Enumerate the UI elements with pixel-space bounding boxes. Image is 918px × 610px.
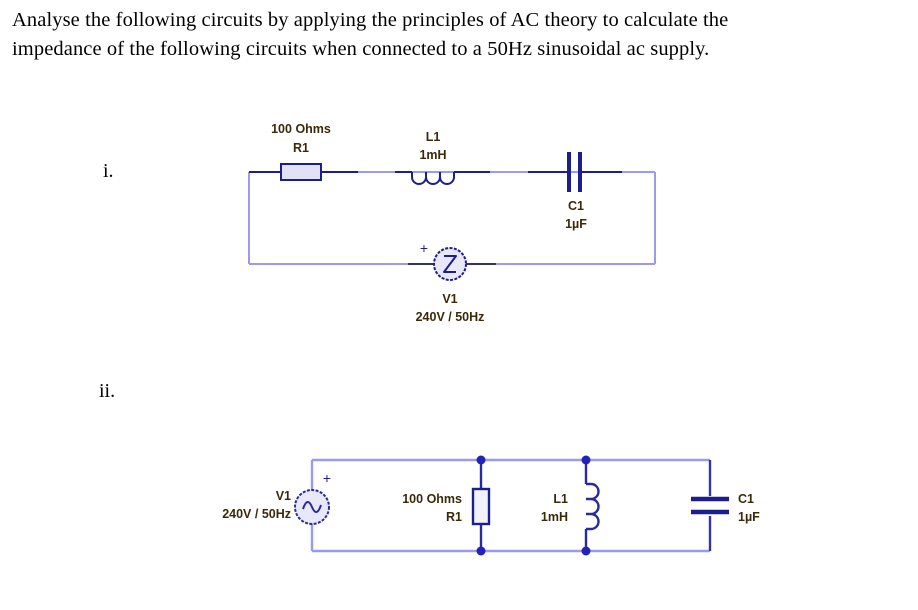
v1-ref-label: V1 xyxy=(442,292,457,306)
circuit-ii-wires xyxy=(310,458,712,553)
junction-dot-l1-bottom xyxy=(581,546,591,556)
r1-ii-ref-label: R1 xyxy=(446,510,462,524)
v1-ii-value-label: 240V / 50Hz xyxy=(222,507,291,521)
l1-ii-ref-label: L1 xyxy=(553,492,568,506)
v1-ii-ref-label: V1 xyxy=(276,489,291,503)
v1-ii-polarity-plus-icon: + xyxy=(323,470,331,486)
junction-dot-l1-top xyxy=(581,455,591,465)
question-line-2: impedance of the following circuits when… xyxy=(12,38,710,60)
l1-coil xyxy=(411,172,455,185)
component-r1-ii[interactable]: 100 Ohms R1 xyxy=(402,455,491,556)
component-l1-ii[interactable]: L1 1mH xyxy=(541,455,600,556)
l1-ii-coil xyxy=(586,482,600,531)
component-l1[interactable]: L1 1mH xyxy=(395,130,490,185)
ac-waveform-icon xyxy=(443,255,457,273)
c1-ii-value-label: 1µF xyxy=(738,510,760,524)
r1-ii-value-label: 100 Ohms xyxy=(402,492,462,506)
question-line-1: Analyse the following circuits by applyi… xyxy=(12,9,729,31)
component-r1[interactable]: 100 Ohms R1 xyxy=(249,122,358,181)
ac-sine-wave-icon xyxy=(302,501,322,513)
component-v1[interactable]: + V1 240V / 50Hz xyxy=(408,240,496,324)
component-v1-ii[interactable]: + V1 240V / 50Hz xyxy=(222,470,331,525)
list-marker-i: i. xyxy=(103,160,114,182)
v1-polarity-plus-icon: + xyxy=(420,240,428,256)
question-text: Analyse the following circuits by applyi… xyxy=(12,6,892,64)
junction-dot-r1-top xyxy=(476,455,486,465)
r1-ref-label: R1 xyxy=(293,141,309,155)
l1-ii-value-label: 1mH xyxy=(541,510,568,524)
component-c1[interactable]: C1 1µF xyxy=(528,152,622,231)
r1-value-label: 100 Ohms xyxy=(271,122,331,136)
l1-value-label: 1mH xyxy=(419,148,446,162)
list-marker-ii: ii. xyxy=(99,380,116,402)
c1-value-label: 1µF xyxy=(565,217,587,231)
c1-ref-label: C1 xyxy=(568,199,584,213)
c1-ii-ref-label: C1 xyxy=(738,492,754,506)
r1-ii-body xyxy=(471,487,491,526)
l1-ref-label: L1 xyxy=(426,130,441,144)
junction-dot-r1-bottom xyxy=(476,546,486,556)
component-c1-ii[interactable]: C1 1µF xyxy=(691,492,760,524)
v1-value-label: 240V / 50Hz xyxy=(416,310,485,324)
